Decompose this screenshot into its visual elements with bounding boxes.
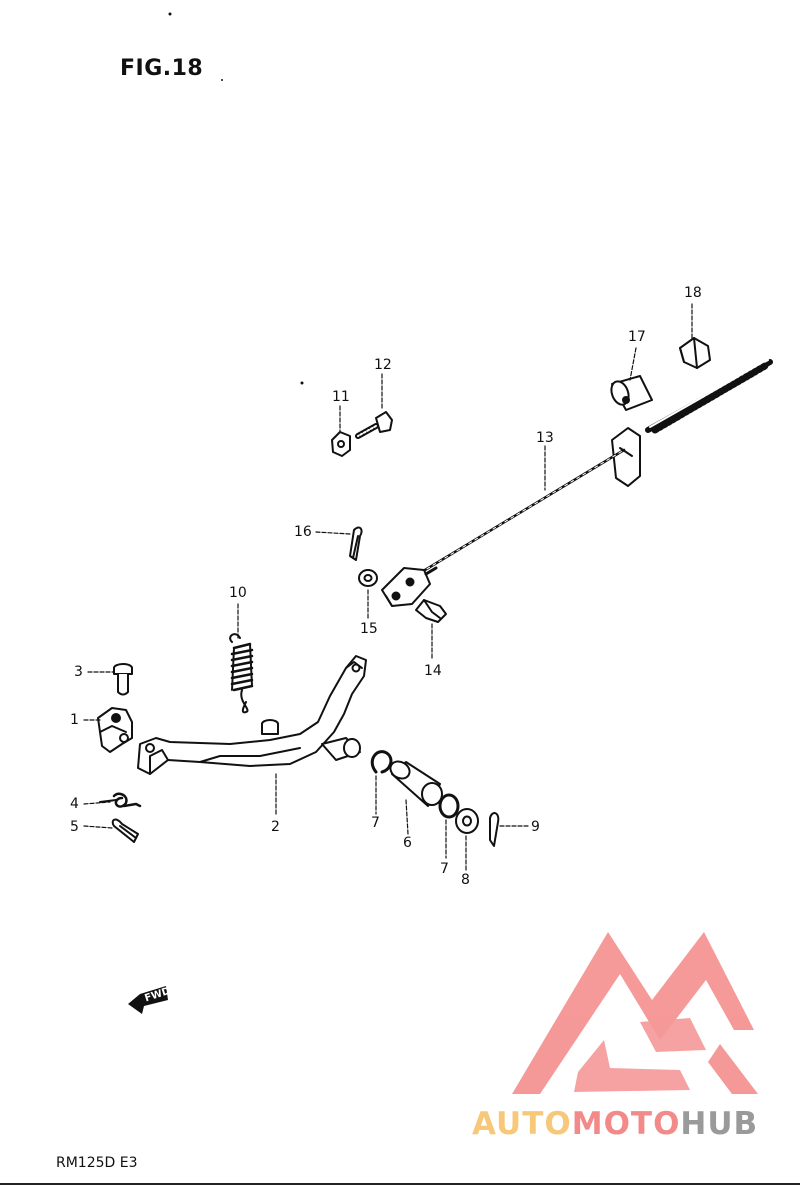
watermark-logo-icon <box>512 932 758 1094</box>
bushing-6 <box>389 760 443 807</box>
bolt-12 <box>355 411 393 439</box>
brake-rod-13 <box>381 359 773 607</box>
brand-part-auto: AUTO <box>472 1106 572 1142</box>
callout-17: 17 <box>628 329 646 345</box>
callout-7a: 7 <box>371 815 380 831</box>
callout-12: 12 <box>374 357 392 373</box>
bolt-3 <box>113 663 133 696</box>
pin-14 <box>415 599 447 623</box>
brake-pedal-2 <box>137 655 367 775</box>
watermark-brand: AUTOMOTOHUB <box>472 1106 758 1142</box>
callout-8: 8 <box>461 872 470 888</box>
callout-18: 18 <box>684 285 702 301</box>
callout-4: 4 <box>70 796 79 812</box>
return-spring-10 <box>229 633 254 714</box>
callout-11: 11 <box>332 389 350 405</box>
washer-15 <box>358 569 378 587</box>
callout-13: 13 <box>536 430 554 446</box>
bracket-1 <box>97 707 133 753</box>
brand-part-moto: MOTO <box>571 1106 681 1142</box>
callout-15: 15 <box>360 621 378 637</box>
brand-part-hub: HUB <box>680 1106 759 1142</box>
callout-3: 3 <box>74 664 83 680</box>
leader-lines <box>83 303 693 871</box>
callout-14: 14 <box>424 663 442 679</box>
nut-11 <box>331 431 351 457</box>
cotter-pin-9 <box>489 812 500 847</box>
figure-title: FIG.18 <box>120 56 204 81</box>
cable-joint-17 <box>610 375 653 411</box>
washer-8 <box>455 808 479 834</box>
callout-9: 9 <box>531 819 540 835</box>
model-code: RM125D E3 <box>56 1155 138 1171</box>
callout-2: 2 <box>271 819 280 835</box>
cotter-pin-16 <box>349 526 363 561</box>
callout-6: 6 <box>403 835 412 851</box>
spring-4 <box>99 792 142 808</box>
callout-10: 10 <box>229 585 247 601</box>
cotter-pin-5 <box>111 818 139 843</box>
forward-arrow-icon: FWD <box>128 986 172 1014</box>
circlip-7b <box>438 793 460 819</box>
callout-1: 1 <box>70 712 79 728</box>
circlip-7a <box>370 750 393 774</box>
callout-5: 5 <box>70 819 79 835</box>
bottom-border <box>0 1183 800 1185</box>
callout-16: 16 <box>294 524 312 540</box>
adjuster-nut-18 <box>679 337 711 369</box>
callout-7b: 7 <box>440 861 449 877</box>
